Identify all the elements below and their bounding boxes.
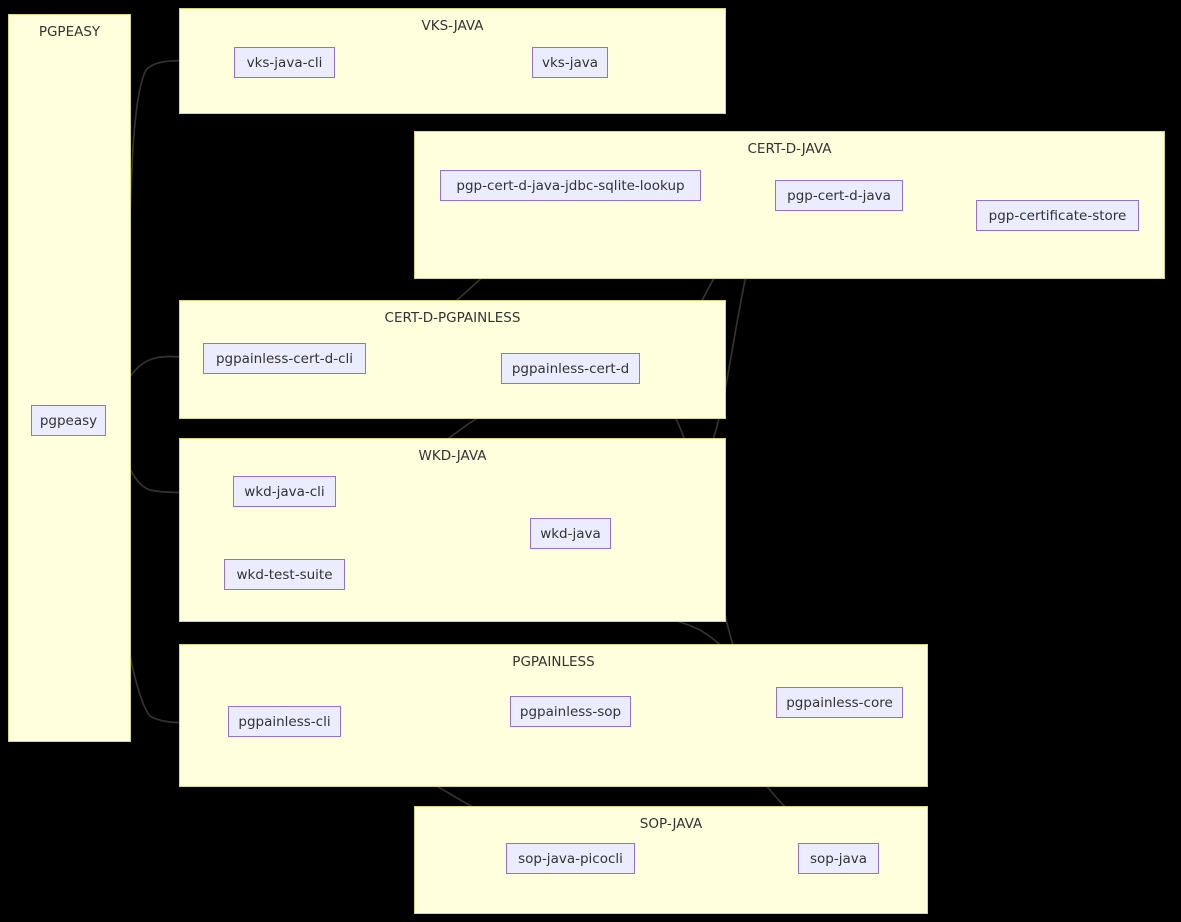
node-pgp-cert-d-java[interactable]: pgp-cert-d-java <box>775 180 903 211</box>
node-pgpainless-core[interactable]: pgpainless-core <box>776 687 903 718</box>
node-pgpainless-cli[interactable]: pgpainless-cli <box>228 706 341 737</box>
node-wkd-java[interactable]: wkd-java <box>530 518 611 549</box>
node-sop-java-picocli[interactable]: sop-java-picocli <box>506 843 635 874</box>
cluster-wkd-java <box>179 438 726 622</box>
node-pgpainless-sop[interactable]: pgpainless-sop <box>510 696 631 727</box>
node-vks-java-cli[interactable]: vks-java-cli <box>234 47 335 78</box>
node-pgp-certificate-store[interactable]: pgp-certificate-store <box>976 200 1139 231</box>
node-pgpainless-cert-d-cli[interactable]: pgpainless-cert-d-cli <box>203 343 366 374</box>
node-pgpeasy[interactable]: pgpeasy <box>31 405 106 436</box>
node-wkd-java-cli[interactable]: wkd-java-cli <box>233 476 336 507</box>
node-pgpainless-cert-d[interactable]: pgpainless-cert-d <box>501 353 640 384</box>
node-pgp-cert-d-java-jdbc-sqlite-lookup[interactable]: pgp-cert-d-java-jdbc-sqlite-lookup <box>440 170 701 201</box>
cluster-pgpeasy <box>8 14 131 742</box>
node-wkd-test-suite[interactable]: wkd-test-suite <box>224 559 345 590</box>
node-sop-java[interactable]: sop-java <box>798 843 879 874</box>
node-vks-java[interactable]: vks-java <box>532 47 608 78</box>
